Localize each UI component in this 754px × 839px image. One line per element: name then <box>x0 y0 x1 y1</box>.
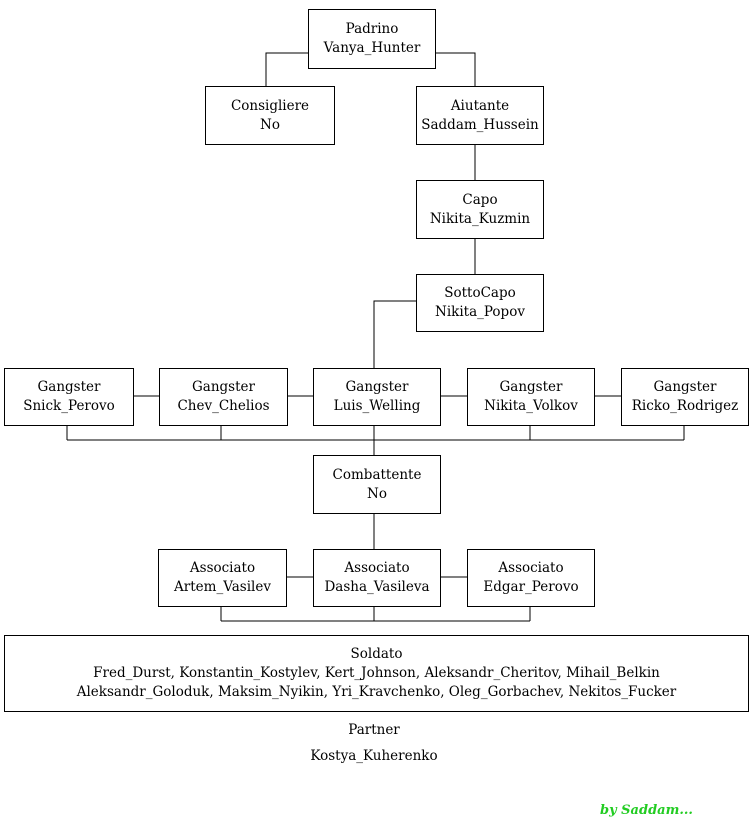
node-name: Saddam_Hussein <box>421 116 539 133</box>
node-associato: Associato Dasha_Vasileva <box>313 549 441 607</box>
node-capo: Capo Nikita_Kuzmin <box>416 180 544 239</box>
node-name: Chev_Chelios <box>177 398 270 414</box>
node-name: No <box>367 485 387 502</box>
node-name: Artem_Vasilev <box>174 579 271 595</box>
node-title: Consigliere <box>230 97 310 114</box>
node-associato: Associato Edgar_Perovo <box>467 549 595 607</box>
node-title: SottoCapo <box>444 285 516 301</box>
node-title: Combattente <box>332 466 422 483</box>
node-title: Gangster <box>345 379 409 395</box>
node-soldato: Soldato Fred_Durst, Konstantin_Kostylev,… <box>4 635 749 712</box>
node-name: Nikita_Volkov <box>484 398 578 414</box>
node-title: Gangster <box>653 379 717 395</box>
node-associato: Associato Artem_Vasilev <box>158 549 287 607</box>
node-name: Dasha_Vasileva <box>324 579 430 595</box>
sottocapo-gangster-line <box>373 300 416 368</box>
padrino-consigliere-line <box>265 52 308 86</box>
node-name: Nikita_Kuzmin <box>429 210 531 227</box>
node-name: Vanya_Hunter <box>323 40 421 56</box>
node-name: No <box>260 116 280 133</box>
node-title: Padrino <box>345 21 399 37</box>
node-title: Soldato <box>350 646 403 662</box>
soldato-names-line-2: Aleksandr_Goloduk, Maksim_Nyikin, Yri_Kr… <box>76 684 677 700</box>
node-title: Gangster <box>499 379 563 395</box>
node-title: Gangster <box>192 379 255 395</box>
node-gangster: Gangster Luis_Welling <box>313 368 441 426</box>
soldato-names-line-1: Fred_Durst, Konstantin_Kostylev, Kert_Jo… <box>93 665 660 681</box>
node-title: Associato <box>344 560 410 576</box>
node-name: Edgar_Perovo <box>483 579 579 595</box>
node-title: Capo <box>462 191 498 208</box>
node-name: Ricko_Rodrigez <box>631 398 739 414</box>
node-name: Luis_Welling <box>333 398 421 414</box>
node-name: Snick_Perovo <box>23 398 115 414</box>
node-title: Gangster <box>37 379 101 395</box>
node-title: Associato <box>189 560 256 576</box>
partner-title: Partner <box>348 722 400 738</box>
padrino-aiutante-line <box>435 52 476 86</box>
node-gangster: Gangster Ricko_Rodrigez <box>621 368 749 426</box>
node-combattente: Combattente No <box>313 455 441 514</box>
node-padrino: Padrino Vanya_Hunter <box>308 9 436 69</box>
node-title: Associato <box>498 560 564 576</box>
node-name: Nikita_Popov <box>435 304 525 320</box>
node-title: Aiutante <box>450 97 510 114</box>
node-aiutante: Aiutante Saddam_Hussein <box>416 86 544 145</box>
node-gangster: Gangster Chev_Chelios <box>159 368 288 426</box>
node-gangster: Gangster Nikita_Volkov <box>467 368 595 426</box>
partner-name: Kostya_Kuherenko <box>310 748 438 764</box>
node-consigliere: Consigliere No <box>205 86 335 145</box>
signature: by Saddam... <box>600 803 693 818</box>
node-gangster: Gangster Snick_Perovo <box>4 368 134 426</box>
node-sottocapo: SottoCapo Nikita_Popov <box>416 274 544 332</box>
